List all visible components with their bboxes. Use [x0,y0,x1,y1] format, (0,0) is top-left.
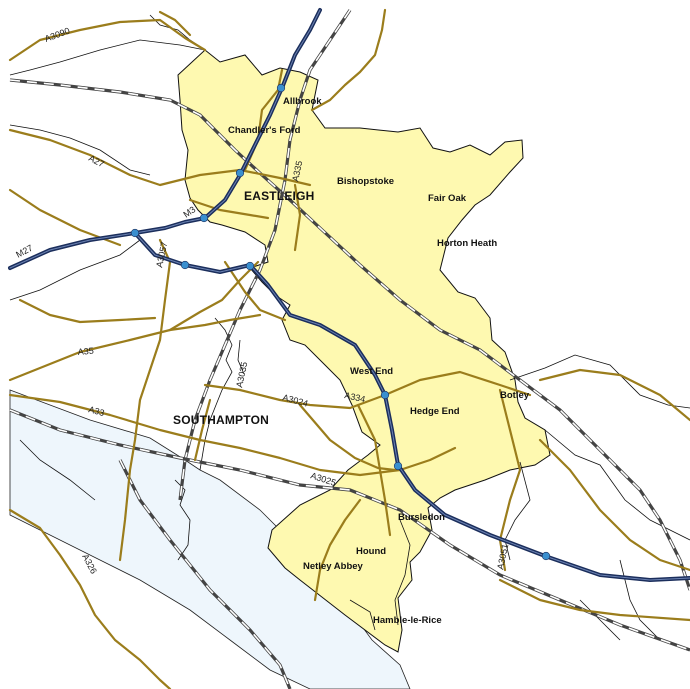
junction-marker [380,390,390,400]
road-label-a27: A27 [87,153,106,169]
place-label-hedge-end: Hedge End [410,406,460,417]
place-label-eastleigh: EASTLEIGH [244,189,314,203]
admin-boundaries [9,14,690,651]
place-label-bursledon: Bursledon [398,512,445,523]
place-labels: EASTLEIGH SOUTHAMPTON Allbrook Chandler'… [173,96,530,626]
junction-marker [393,461,403,471]
water-southampton-water [9,389,411,689]
road-label-a3051: A3051 [495,543,510,571]
junction-marker [245,261,255,271]
road-label-m3: M3 [181,204,197,219]
place-label-bishopstoke: Bishopstoke [337,176,394,187]
junction-marker [180,260,190,270]
junction-marker [199,213,209,223]
road-label-a334: A334 [344,390,367,404]
place-label-southampton: SOUTHAMPTON [173,413,269,427]
motorways [8,8,690,582]
place-label-hound: Hound [356,546,386,557]
junction-marker [130,228,140,238]
road-label-a35: A35 [77,346,94,357]
junction-marker [541,551,551,561]
road-label-a33: A33 [87,404,105,418]
road-label-a3024: A3024 [281,392,309,408]
place-label-fair-oak: Fair Oak [428,193,467,204]
road-label-a3035: A3035 [234,361,249,389]
road-label-a3090: A3090 [43,26,71,44]
place-label-botley: Botley [500,390,530,401]
motorway-junctions [130,83,551,561]
place-label-chandlers-ford: Chandler's Ford [228,125,301,136]
junction-marker [235,168,245,178]
place-label-allbrook: Allbrook [283,96,322,107]
place-label-hamble-le-rice: Hamble-le-Rice [373,615,442,626]
road-label-a335: A335 [290,160,304,183]
junction-marker [276,83,286,93]
place-label-west-end: West End [350,366,393,377]
place-label-netley-abbey: Netley Abbey [303,561,364,572]
a-roads [8,8,690,689]
place-label-horton-heath: Horton Heath [437,238,497,249]
railways [9,9,690,689]
